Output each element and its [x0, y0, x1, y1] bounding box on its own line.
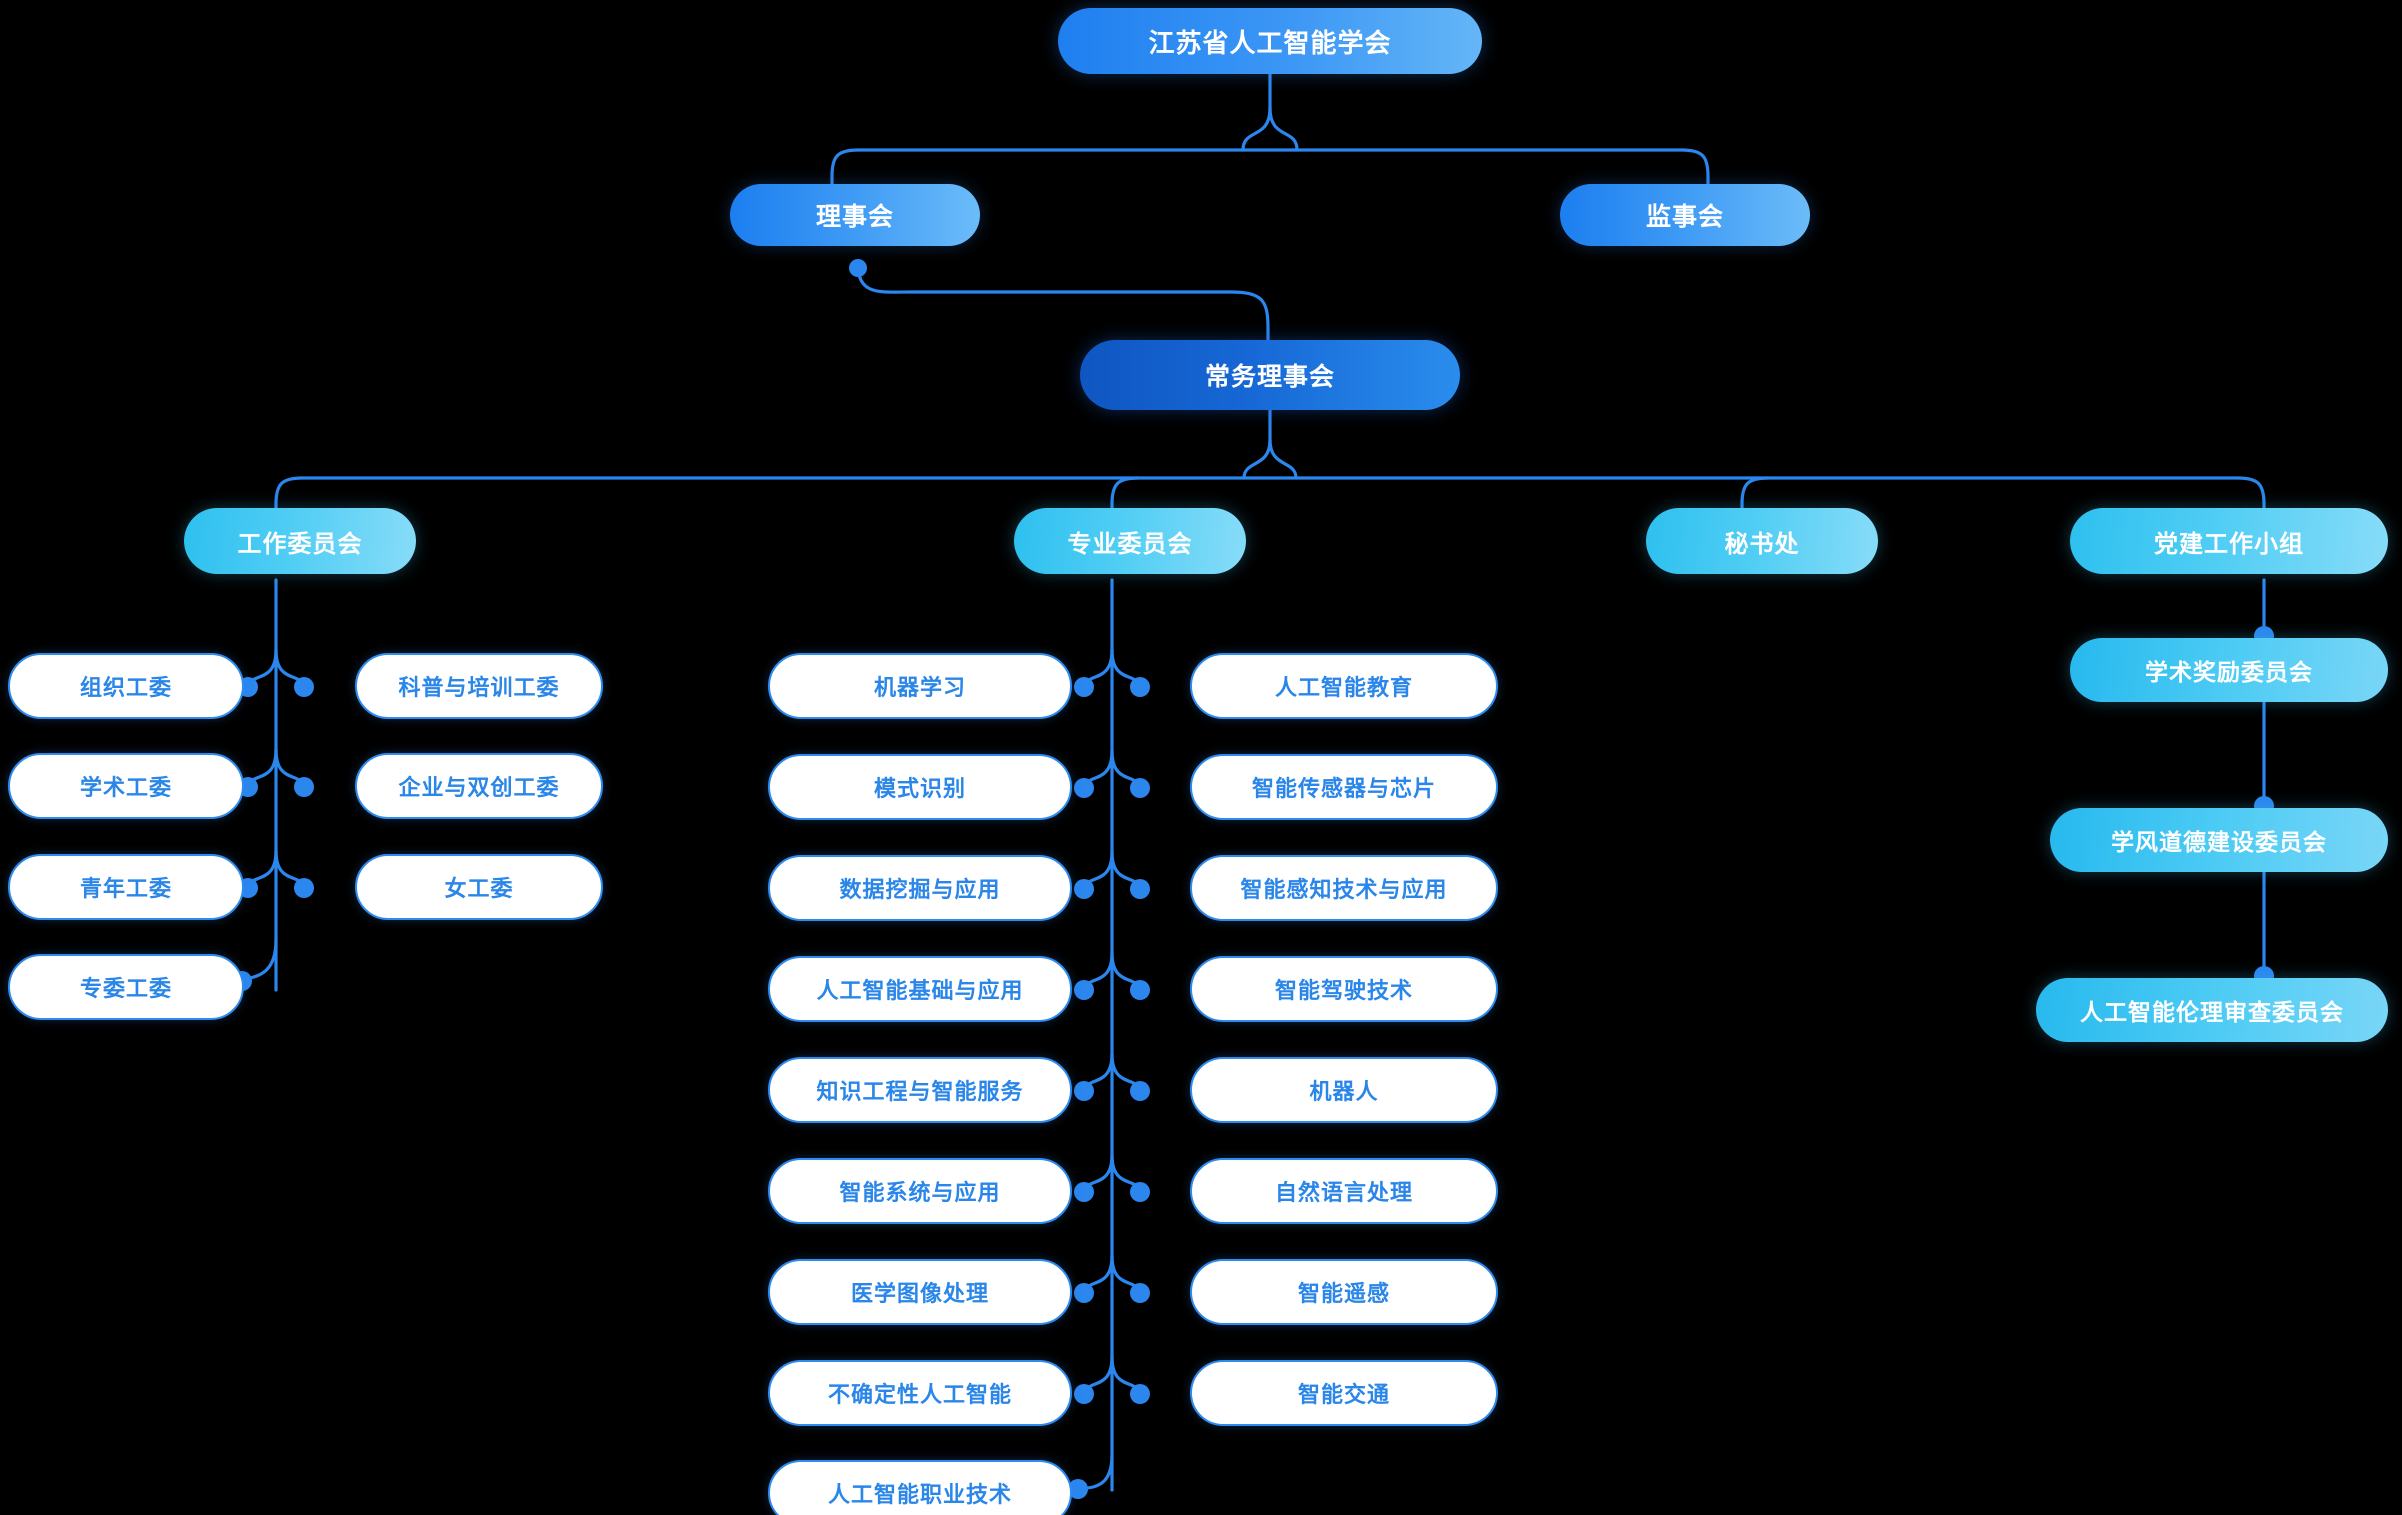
node-label: 人工智能职业技术: [827, 1482, 1012, 1507]
node-label: 江苏省人工智能学会: [1148, 27, 1392, 58]
leaf-ai-education[interactable]: 人工智能教育: [1190, 653, 1498, 719]
node-label: 医学图像处理: [850, 1281, 989, 1306]
node-party-building-group[interactable]: 党建工作小组: [2070, 508, 2388, 574]
node-label: 企业与双创工委: [398, 775, 560, 800]
node-label: 专业委员会: [1067, 530, 1193, 558]
node-label: 学风道德建设委员会: [2111, 829, 2327, 855]
leaf-medical-image-processing[interactable]: 医学图像处理: [768, 1259, 1072, 1325]
leaf-science-popularization-training-committee[interactable]: 科普与培训工委: [355, 653, 603, 719]
leaf-academic-ethics-construction-committee[interactable]: 学风道德建设委员会: [2050, 808, 2388, 872]
node-label: 模式识别: [873, 776, 966, 801]
node-root-society[interactable]: 江苏省人工智能学会: [1058, 8, 1482, 74]
node-label: 工作委员会: [237, 530, 363, 558]
node-label: 学术工委: [79, 775, 172, 800]
node-standing-council[interactable]: 常务理事会: [1080, 340, 1460, 410]
node-label: 常务理事会: [1204, 363, 1335, 391]
node-label: 组织工委: [79, 675, 172, 700]
leaf-organization-committee[interactable]: 组织工委: [8, 653, 244, 719]
node-label: 监事会: [1645, 203, 1724, 231]
leaf-special-committee[interactable]: 专委工委: [8, 954, 244, 1020]
node-board-of-supervisors[interactable]: 监事会: [1560, 184, 1810, 246]
node-label: 知识工程与智能服务: [816, 1079, 1024, 1104]
node-label: 智能遥感: [1297, 1281, 1390, 1306]
leaf-intelligent-system-application[interactable]: 智能系统与应用: [768, 1158, 1072, 1224]
leaf-data-mining-application[interactable]: 数据挖掘与应用: [768, 855, 1072, 921]
node-label: 数据挖掘与应用: [839, 877, 1001, 902]
node-council[interactable]: 理事会: [730, 184, 980, 246]
leaf-uncertain-artificial-intelligence[interactable]: 不确定性人工智能: [768, 1360, 1072, 1426]
node-professional-committee[interactable]: 专业委员会: [1014, 508, 1246, 574]
node-label: 机器人: [1309, 1079, 1379, 1104]
node-label: 智能感知技术与应用: [1240, 877, 1448, 902]
leaf-knowledge-engineering-intelligent-service[interactable]: 知识工程与智能服务: [768, 1057, 1072, 1123]
node-work-committee[interactable]: 工作委员会: [184, 508, 416, 574]
node-label: 理事会: [815, 203, 894, 231]
node-label: 青年工委: [79, 876, 172, 901]
node-label: 科普与培训工委: [398, 675, 560, 700]
leaf-intelligent-remote-sensing[interactable]: 智能遥感: [1190, 1259, 1498, 1325]
leaf-academic-award-committee[interactable]: 学术奖励委员会: [2070, 638, 2388, 702]
leaf-intelligent-sensor-chip[interactable]: 智能传感器与芯片: [1190, 754, 1498, 820]
leaf-machine-learning[interactable]: 机器学习: [768, 653, 1072, 719]
node-label: 人工智能伦理审查委员会: [2080, 999, 2344, 1025]
leaf-academic-committee[interactable]: 学术工委: [8, 753, 244, 819]
node-label: 女工委: [444, 876, 514, 901]
node-secretariat[interactable]: 秘书处: [1646, 508, 1878, 574]
node-label: 秘书处: [1724, 530, 1800, 558]
leaf-ai-vocational-technology[interactable]: 人工智能职业技术: [768, 1460, 1072, 1515]
leaf-robotics[interactable]: 机器人: [1190, 1057, 1498, 1123]
node-label: 不确定性人工智能: [827, 1382, 1012, 1407]
node-label: 专委工委: [79, 976, 172, 1001]
leaf-intelligent-driving-technology[interactable]: 智能驾驶技术: [1190, 956, 1498, 1022]
leaf-ai-ethics-review-committee[interactable]: 人工智能伦理审查委员会: [2036, 978, 2388, 1042]
leaf-intelligent-perception-technology-application[interactable]: 智能感知技术与应用: [1190, 855, 1498, 921]
leaf-women-workers-committee[interactable]: 女工委: [355, 854, 603, 920]
node-label: 自然语言处理: [1274, 1180, 1413, 1205]
node-label: 智能系统与应用: [839, 1180, 1001, 1205]
node-label: 党建工作小组: [2154, 530, 2304, 558]
leaf-ai-foundation-application[interactable]: 人工智能基础与应用: [768, 956, 1072, 1022]
node-label: 智能驾驶技术: [1274, 978, 1413, 1003]
node-label: 学术奖励委员会: [2145, 659, 2313, 685]
node-label: 智能交通: [1297, 1382, 1390, 1407]
leaf-youth-committee[interactable]: 青年工委: [8, 854, 244, 920]
leaf-enterprise-innovation-committee[interactable]: 企业与双创工委: [355, 753, 603, 819]
node-label: 人工智能基础与应用: [816, 978, 1024, 1003]
node-label: 机器学习: [873, 675, 966, 700]
node-label: 人工智能教育: [1274, 675, 1413, 700]
leaf-natural-language-processing[interactable]: 自然语言处理: [1190, 1158, 1498, 1224]
node-label: 智能传感器与芯片: [1251, 776, 1436, 801]
leaf-intelligent-transportation[interactable]: 智能交通: [1190, 1360, 1498, 1426]
leaf-pattern-recognition[interactable]: 模式识别: [768, 754, 1072, 820]
